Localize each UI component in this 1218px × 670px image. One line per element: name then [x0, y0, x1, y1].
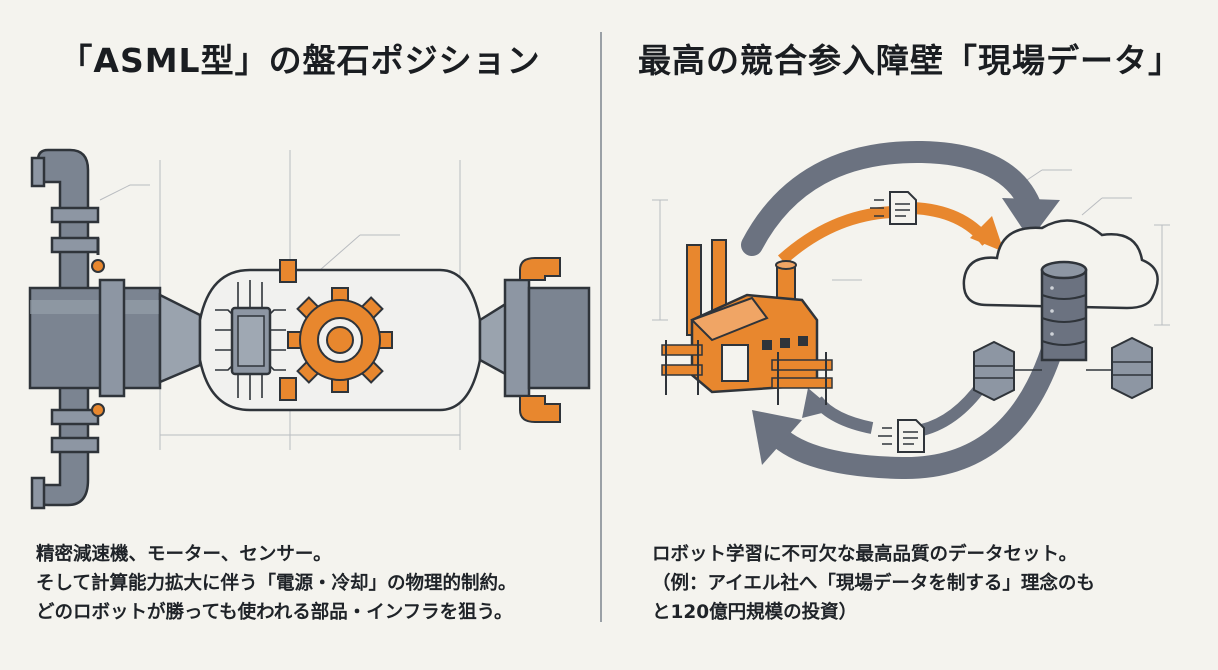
right-line: と120億円規模の投資） — [652, 602, 858, 623]
data-cycle-illustration — [652, 140, 1170, 480]
left-line: そして計算能力拡大に伴う「電源・冷却」の物理的制約。 — [36, 573, 517, 594]
right-title: 最高の競合参入障壁「現場データ」 — [638, 41, 1182, 80]
panel-divider — [600, 32, 602, 622]
left-panel: 「ASML型」の盤石ポジション — [0, 0, 600, 670]
valve-icon — [91, 238, 105, 417]
left-line: 精密減速機、モーター、センサー。 — [36, 544, 332, 565]
pipeline-illustration — [28, 148, 591, 510]
server-icon — [973, 336, 1153, 402]
document-icon — [878, 419, 925, 453]
right-panel: 最高の競合参入障壁「現場データ」 — [602, 0, 1218, 670]
left-description: 精密減速機、モーター、センサー。 そして計算能力拡大に伴う「電源・冷却」の物理的… — [36, 540, 516, 627]
right-line: （例：アイエル社へ「現場データを制する」理念のも — [652, 573, 1095, 594]
right-line: ロボット学習に不可欠な最高品質のデータセット。 — [652, 544, 1078, 565]
database-icon — [1040, 260, 1088, 362]
factory-icon — [686, 239, 819, 394]
document-icon — [870, 191, 917, 225]
chip-icon — [215, 280, 286, 400]
right-description: ロボット学習に不可欠な最高品質のデータセット。 （例：アイエル社へ「現場データを… — [652, 540, 1095, 627]
gear-icon — [287, 287, 393, 393]
left-title: 「ASML型」の盤石ポジション — [59, 41, 541, 80]
left-line: どのロボットが勝っても使われる部品・インフラを狙う。 — [36, 602, 513, 623]
barrier-icon — [661, 340, 833, 405]
